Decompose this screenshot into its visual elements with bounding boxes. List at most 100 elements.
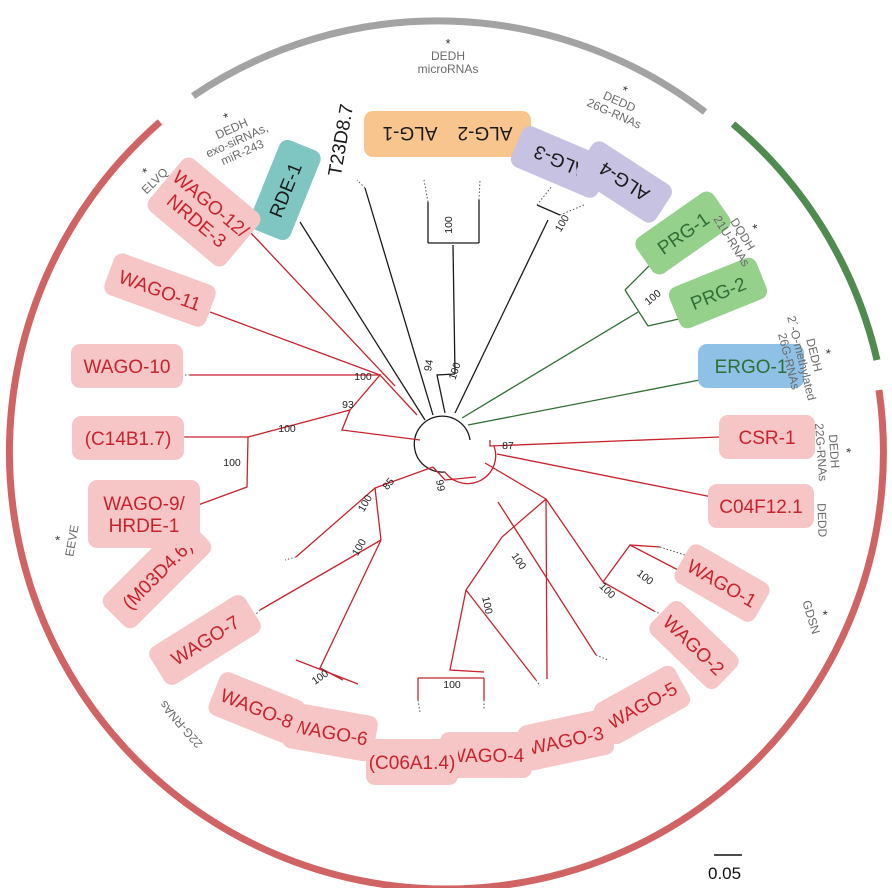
tip-box (249, 139, 321, 241)
annotation-line: 22G-RNAs (812, 423, 830, 482)
tip-box (72, 416, 184, 460)
significance-star: * (52, 535, 68, 543)
red-clade-ring (6, 119, 887, 888)
branch (209, 311, 381, 376)
annotation-line: microRNAs (418, 62, 479, 76)
tip-box (104, 253, 216, 327)
root-arc (413, 415, 471, 473)
branch (497, 501, 597, 656)
tip-c04f12-1: C04F12.1 (708, 484, 814, 528)
bootstrap-value: 100 (553, 213, 572, 234)
tip-wago-9-hrde-1: WAGO-9/HRDE-1 (88, 480, 200, 548)
branch (197, 436, 249, 506)
branch (436, 373, 456, 414)
tip-rde-1: RDE-1 (249, 139, 321, 241)
branch (374, 466, 434, 541)
branch (647, 317, 684, 327)
tip-c14b1-7: (C14B1.7) (72, 416, 184, 460)
bootstrap-value: 100 (479, 596, 494, 616)
bootstrap-value: 100 (354, 371, 372, 383)
annotation-line: DEDD (814, 503, 829, 538)
tip-wago-8: WAGO-8 (208, 672, 306, 744)
tip-t23d8-7: T23D8.7 (325, 103, 358, 178)
tip-wago-11: WAGO-11 (104, 253, 216, 327)
branch (465, 589, 537, 681)
tip-box (576, 141, 672, 223)
tip-box (147, 157, 261, 267)
annotation-line: GDSN (799, 599, 823, 636)
tip-wago-6: WAGO-6 (282, 702, 378, 762)
branch (465, 498, 547, 591)
bootstrap-value: 100 (634, 568, 655, 588)
branch (249, 231, 396, 387)
branch (461, 311, 639, 419)
tip-label: (C06A1.4) (369, 753, 456, 774)
tip-label: WAGO-4 (448, 746, 525, 767)
tip-box (149, 595, 261, 685)
tip-label: WAGO-9/HRDE-1 (103, 494, 185, 537)
significance-star: * (445, 36, 450, 51)
branch (259, 539, 382, 611)
branch (364, 187, 434, 416)
clade-annotation: 22G-RNAs (157, 698, 206, 751)
bootstrap-value: 94 (422, 359, 436, 373)
tip-wago-7: WAGO-7 (149, 595, 261, 685)
significance-star: * (818, 348, 834, 357)
annotation-line: DEDH (826, 434, 842, 469)
branch (629, 544, 661, 548)
branch (449, 589, 485, 673)
bootstrap-value: 100 (443, 679, 461, 691)
tip-wago-10: WAGO-10 (71, 344, 183, 388)
branch (379, 374, 418, 416)
tip-label: (C14B1.7) (85, 429, 172, 450)
tip-box (364, 111, 456, 157)
tip-label: ERGO-1 (715, 357, 788, 378)
tip-ergo-1: ERGO-1 (698, 344, 804, 388)
tip-box (208, 672, 306, 744)
bootstrap-value: 100 (443, 216, 455, 234)
branch (467, 377, 711, 426)
clade-annotation: *GDSN (799, 599, 831, 636)
tip-box (71, 344, 183, 388)
bootstrap-value: 100 (356, 493, 375, 514)
tree-branches (185, 187, 721, 700)
tip-label: WAGO-10 (84, 357, 171, 378)
clade-annotation: DEDD (814, 503, 829, 538)
branch (432, 466, 477, 481)
bootstrap-value: 100 (509, 551, 529, 572)
tip-box (674, 544, 770, 622)
bootstrap-value: 99 (433, 479, 447, 493)
tip-box (668, 257, 768, 329)
significance-star: * (221, 109, 232, 125)
tip-box (439, 111, 531, 157)
branch (545, 498, 604, 583)
significance-star: * (839, 447, 854, 453)
bootstrap-value: 100 (643, 287, 664, 308)
tip-label: ALG-1 (383, 122, 438, 143)
branch (624, 289, 649, 327)
tip-prg-2: PRG-2 (668, 257, 768, 329)
tip-box (719, 415, 815, 459)
tip-box (366, 739, 458, 785)
tip-box (282, 702, 378, 762)
tip-wago-4: WAGO-4 (440, 732, 532, 778)
tip-label: CSR-1 (738, 428, 795, 449)
tip-box (635, 191, 731, 275)
bootstrap-value: 85 (380, 476, 397, 493)
branch (536, 204, 561, 216)
bootstrap-value: 100 (597, 580, 618, 601)
significance-star: * (815, 609, 831, 618)
clade-rings (6, 17, 887, 888)
branch (452, 244, 456, 375)
branch (602, 581, 655, 612)
scale-bar: 0.05 (708, 854, 742, 883)
branch (545, 498, 548, 680)
